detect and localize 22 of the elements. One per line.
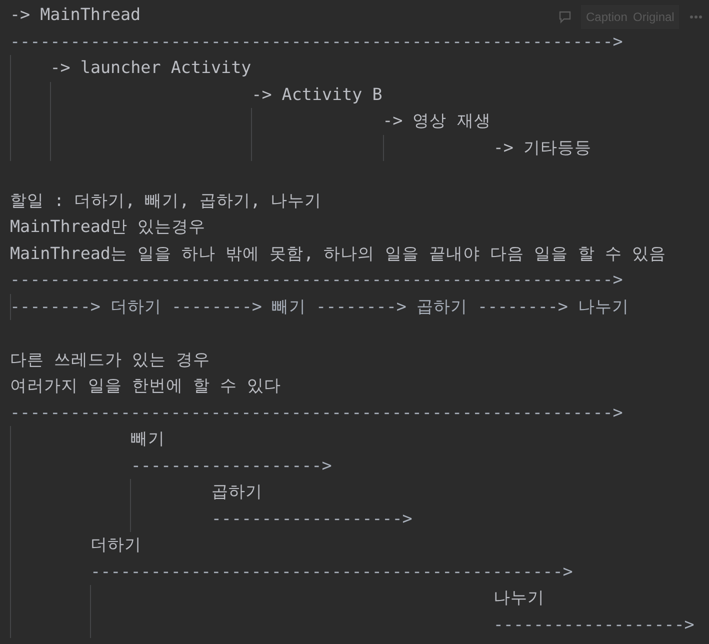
text-line: 곱하기 <box>211 481 262 501</box>
text-line: -> 영상 재생 <box>382 110 491 130</box>
text-line: 빼기 <box>130 428 165 448</box>
ascii-arrow: ------------------------------------------------------------> <box>10 402 623 422</box>
text-line: -> Activity B <box>252 84 382 104</box>
ascii-arrow: -------------------> <box>211 508 412 528</box>
ascii-arrow: -----------------------------------------------> <box>90 560 573 580</box>
text-line: -> launcher Activity <box>50 57 252 77</box>
ascii-arrow: ------------------------------------------------------------> <box>10 269 623 289</box>
text-line: 할일 : 더하기, 빼기, 곱하기, 나누기 <box>10 190 322 210</box>
text-line: -> 기타등등 <box>493 136 592 156</box>
text-line: 다른 쓰레드가 있는 경우 <box>10 348 210 368</box>
text-line: MainThread는 일을 하나 밖에 못함, 하나의 일을 끝내야 다음 일을 할 수 있음 <box>10 242 666 262</box>
text-line: -> MainThread <box>10 4 141 24</box>
ascii-arrow: --------> 더하기 --------> 빼기 --------> 곱하기 --------> 나누기 <box>10 296 630 316</box>
ascii-arrow: -------------------> <box>130 454 332 474</box>
text-line: 여러가지 일을 한번에 할 수 있다 <box>10 375 282 395</box>
text-line: MainThread만 있는경우 <box>10 216 206 236</box>
ascii-arrow: ------------------------------------------------------------> <box>10 30 623 50</box>
text-line: 나누기 <box>493 587 544 607</box>
text-line: 더하기 <box>90 534 142 554</box>
ascii-arrow: -------------------> <box>493 614 694 634</box>
